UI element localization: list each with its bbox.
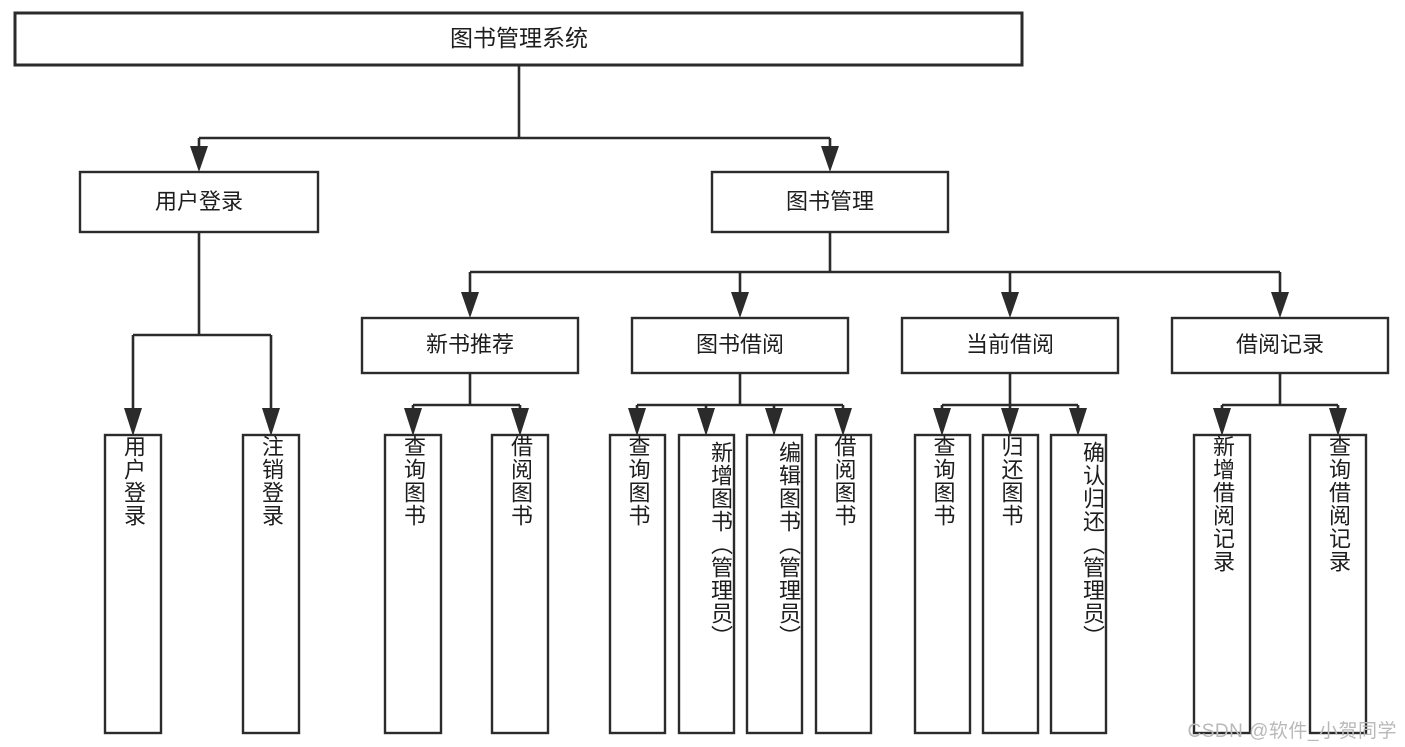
arrow-head-root-to-user (190, 146, 208, 172)
leaf-box-current-borrow-2[interactable] (981, 433, 1040, 735)
arrow-head-newbook-leaf2 (511, 408, 529, 436)
node-new-book-box[interactable] (360, 316, 580, 375)
node-user-login-label: 用户登录 (155, 189, 243, 214)
leaf-box-borrow-record-1[interactable] (1192, 433, 1252, 735)
connector-group-current-borrow (933, 373, 1087, 436)
arrow-head-borrow-leaf3 (765, 408, 783, 436)
arrow-head-book-to-current (1001, 292, 1019, 318)
leaf-box-user-login-1[interactable] (103, 433, 163, 735)
node-root-box[interactable] (13, 11, 1024, 67)
leaf-box-new-book-1[interactable] (383, 433, 443, 735)
arrow-head-root-to-book (821, 146, 839, 172)
leaf-box-book-borrow-1[interactable] (608, 433, 667, 735)
node-current-borrow-box[interactable] (900, 316, 1120, 375)
connector-group-user-login (124, 232, 280, 436)
leaf-box-current-borrow-1[interactable] (913, 433, 972, 735)
node-root-label: 图书管理系统 (450, 25, 588, 51)
arrow-head-book-to-borrow (731, 292, 749, 318)
arrow-head-current-leaf2 (1001, 408, 1019, 436)
node-book-manage-box[interactable] (710, 170, 950, 234)
leaf-box-book-borrow-4[interactable] (814, 433, 873, 735)
connector-group-root (190, 65, 839, 172)
arrow-head-record-leaf1 (1213, 408, 1231, 436)
connector-group-borrow-record (1213, 373, 1347, 436)
node-current-borrow-label: 当前借阅 (966, 332, 1054, 357)
arrow-head-current-leaf1 (933, 408, 951, 436)
leaf-box-book-borrow-2[interactable] (677, 433, 736, 735)
connector-group-book-borrow (628, 373, 852, 436)
leaf-box-borrow-record-2[interactable] (1308, 433, 1368, 735)
arrow-head-user-leaf1 (124, 408, 142, 436)
leaf-box-book-borrow-3[interactable] (745, 433, 804, 735)
node-user-login-box[interactable] (78, 170, 320, 234)
arrow-head-borrow-leaf4 (834, 408, 852, 436)
arrow-head-current-leaf3 (1069, 408, 1087, 436)
node-new-book-label: 新书推荐 (426, 332, 514, 357)
arrow-head-newbook-leaf1 (404, 408, 422, 436)
node-book-manage-label: 图书管理 (786, 189, 874, 214)
leaf-box-current-borrow-3[interactable] (1049, 433, 1108, 735)
csdn-watermark: CSDN @软件_小贺同学 (1187, 721, 1397, 742)
node-borrow-record-box[interactable] (1170, 316, 1390, 375)
arrow-head-book-to-new (461, 292, 479, 318)
arrow-head-borrow-leaf2 (697, 408, 715, 436)
node-borrow-record-label: 借阅记录 (1236, 332, 1324, 357)
connector-group-book-manage (461, 232, 1289, 318)
arrow-head-record-leaf2 (1329, 408, 1347, 436)
node-book-borrow-box[interactable] (630, 316, 850, 375)
leaf-box-user-login-2[interactable] (241, 433, 301, 735)
leaf-box-new-book-2[interactable] (490, 433, 550, 735)
arrow-head-book-to-record (1271, 292, 1289, 318)
arrow-head-user-leaf2 (262, 408, 280, 436)
node-book-borrow-label: 图书借阅 (696, 332, 784, 357)
connector-group-new-book (404, 373, 529, 436)
arrow-head-borrow-leaf1 (628, 408, 646, 436)
